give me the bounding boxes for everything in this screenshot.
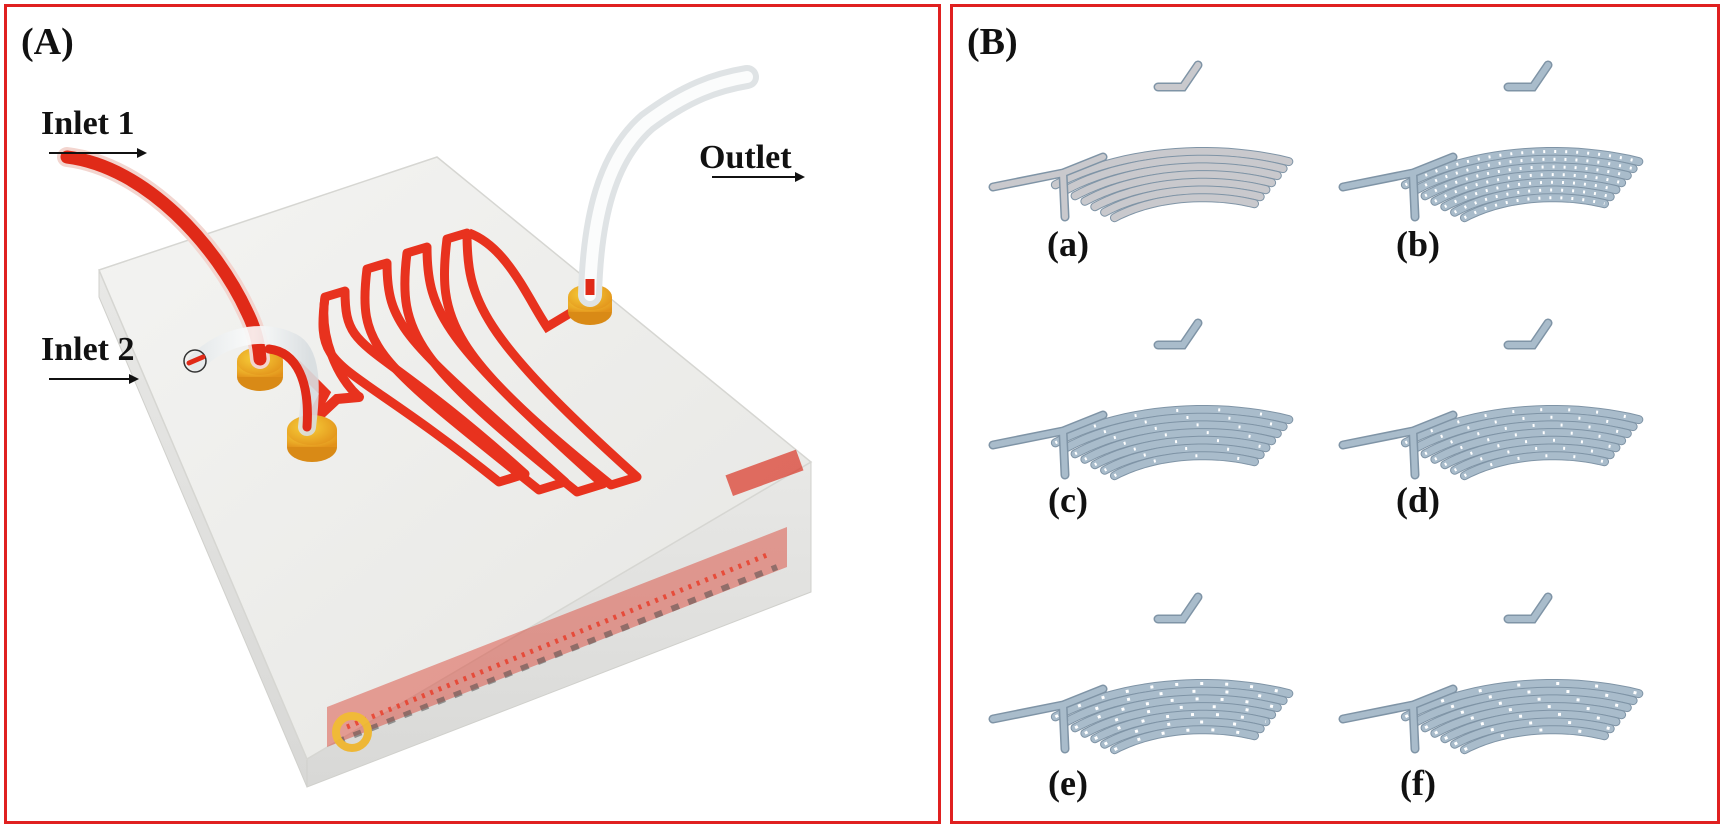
variant-pattern-marks: [1453, 188, 1611, 214]
variant-channel-fill: [1071, 695, 1281, 732]
serpentine-loop-4: [439, 228, 642, 490]
inlet-1-arrow: [49, 148, 147, 158]
inlet-2-label: Inlet 2: [41, 331, 135, 368]
variant-channel-fill: [1111, 726, 1258, 754]
front-face-channels: [327, 449, 804, 752]
variant-channel-fill: [1111, 452, 1258, 480]
variant-channel-fill: [1081, 703, 1276, 737]
serpentine-channel: [318, 228, 642, 497]
variant-outlet-stub-fill: [1155, 594, 1201, 622]
variant-channel-fill: [1451, 718, 1614, 748]
variant-channel-fill: [1051, 148, 1293, 189]
panel-b-frame: (B) (a) (b) (c) (d) (e) (f): [950, 4, 1720, 824]
variant-label-f: (f): [1400, 763, 1436, 803]
tube-inlet-2-fill: [264, 344, 312, 432]
variant-pattern-marks: [1094, 712, 1267, 741]
variant-label-a: (a): [1047, 224, 1089, 264]
variant-pattern-marks: [1414, 157, 1634, 192]
variant-a-channel: [988, 60, 1294, 223]
variant-channel-fill: [1081, 429, 1276, 463]
variant-pattern-marks: [1444, 438, 1617, 467]
variant-b-channel: [1338, 60, 1644, 223]
variant-channel-fill: [1401, 406, 1643, 447]
variant-channel-fill: [1411, 687, 1637, 726]
variant-pattern-marks: [1463, 728, 1605, 752]
variant-label-d: (d): [1396, 480, 1440, 520]
panel-b-label: (B): [967, 21, 1018, 63]
variant-outlet-stub-fill: [1155, 62, 1201, 90]
variant-outlet-stub-fill: [1505, 62, 1551, 90]
variant-pattern-marks: [1424, 165, 1628, 198]
variant-outlet-stub-fill: [1505, 320, 1551, 348]
variant-outlet-stub-fill: [1155, 320, 1201, 348]
variant-channel-fill: [1051, 680, 1293, 721]
variant-pattern-marks: [1434, 431, 1622, 461]
inlet-2-port-marker: [183, 349, 207, 373]
chip-top-face: [97, 156, 813, 761]
variant-y-inlet-fill: [1340, 154, 1456, 220]
variant-channel-fill: [1091, 178, 1270, 211]
variant-y-inlet-fill: [990, 412, 1106, 478]
variant-channel-fill: [1101, 186, 1264, 216]
variant-label-c: (c): [1048, 480, 1088, 520]
inlet-1-label: Inlet 1: [41, 105, 135, 142]
variant-y-inlet-fill: [990, 686, 1106, 752]
variant-e-channel: [988, 592, 1294, 755]
variant-y-inlet-fill: [1340, 412, 1456, 478]
variant-channel-fill: [1461, 452, 1608, 480]
variant-pattern-marks: [1103, 720, 1261, 746]
panel-a-frame: (A) Inlet 1 Inlet 2 Outlet: [4, 4, 941, 824]
variant-channel-fill: [1401, 680, 1643, 721]
chip-illustration: [49, 65, 813, 788]
variant-pattern-marks: [1094, 438, 1267, 467]
variant-channel-fill: [1451, 444, 1614, 474]
variant-channel-fill: [1061, 155, 1287, 194]
outlet-label: Outlet: [699, 139, 792, 176]
connector-inlet-1: [237, 347, 283, 391]
variant-channel-fill: [1421, 421, 1631, 458]
variant-channel-fill: [1441, 710, 1620, 743]
variant-channel-fill: [1071, 163, 1281, 200]
outlet-arrow: [712, 172, 805, 182]
variant-f-channel: [1338, 592, 1644, 755]
variant-channel-fill: [1431, 171, 1626, 205]
variant-channel-fill: [1111, 194, 1258, 222]
variant-channel-fill: [1081, 171, 1276, 205]
tube-outlet-highlight: [584, 71, 753, 301]
variant-channel-fill: [1461, 194, 1608, 222]
variant-channel-fill: [1051, 406, 1293, 447]
variant-y-inlet-fill: [990, 154, 1106, 220]
inlet-2-arrow: [49, 374, 139, 384]
variant-pattern-marks: [1064, 689, 1284, 724]
variant-pattern-marks: [1404, 150, 1640, 187]
variant-outlet-stub-fill: [1505, 594, 1551, 622]
variant-label-b: (b): [1396, 224, 1440, 264]
serpentine-exit: [467, 228, 575, 334]
variant-d-channel: [1338, 318, 1644, 481]
serpentine-feed: [319, 296, 363, 401]
variant-channel-fill: [1411, 413, 1637, 452]
variant-channel-fill: [1431, 703, 1626, 737]
variant-channel-fill: [1101, 444, 1264, 474]
variant-y-inlet-fill: [1340, 686, 1456, 752]
panel-a-label: (A): [21, 21, 74, 63]
variant-channel-fill: [1071, 421, 1281, 458]
variant-channel-fill: [1441, 178, 1620, 211]
variant-channel-fill: [1061, 413, 1287, 452]
channel-variants: [988, 60, 1644, 755]
inlet-2-port-red: [186, 354, 206, 366]
variant-c-channel: [988, 318, 1294, 481]
variant-label-e: (e): [1048, 763, 1088, 803]
variant-channel-fill: [1421, 695, 1631, 732]
